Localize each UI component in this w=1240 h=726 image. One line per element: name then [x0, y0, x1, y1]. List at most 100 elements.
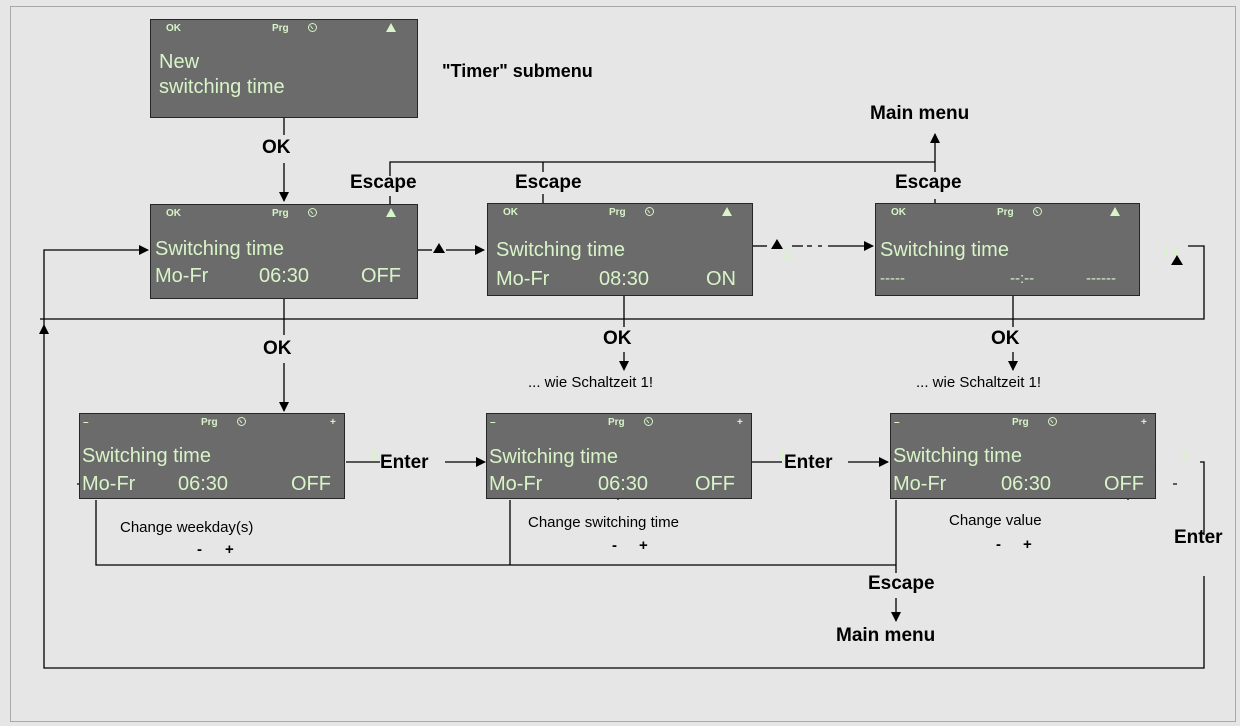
enter-label: Enter: [380, 452, 429, 473]
clock-icon: [1048, 417, 1057, 426]
lcd-switching-time-2[interactable]: OK Prg Switching time Mo-Fr 08:30 ON: [487, 203, 753, 296]
lcd-value: OFF: [695, 473, 735, 495]
switching-time-number: 2: [783, 246, 792, 263]
ok-icon: OK: [166, 23, 181, 34]
up-triangle-icon: [433, 243, 445, 253]
main-menu-label: Main menu: [836, 625, 936, 646]
switching-time-number: 1: [370, 446, 379, 463]
change-switching-time-caption: Change switching time: [528, 514, 679, 531]
minus-icon: –: [894, 417, 900, 428]
minus-icon: –: [490, 417, 496, 428]
ok-label: OK: [603, 328, 632, 349]
escape-label: Escape: [868, 573, 935, 594]
clock-icon: [1033, 207, 1042, 216]
up-triangle-icon: [1171, 255, 1183, 265]
prg-icon: Prg: [272, 23, 289, 34]
ok-label: OK: [262, 137, 291, 158]
plus-icon: +: [1141, 417, 1147, 428]
ok-icon: OK: [503, 207, 518, 218]
up-triangle-icon: [722, 207, 732, 216]
lcd-time: --:--: [1010, 270, 1035, 287]
enter-label: Enter: [1174, 527, 1223, 548]
connector-line: [1200, 461, 1205, 535]
lcd-value: OFF: [361, 265, 401, 287]
escape-label: Escape: [895, 172, 962, 193]
switching-time-number: 1: [1181, 446, 1190, 463]
lcd-day: Mo-Fr: [893, 473, 947, 495]
lcd-day: Mo-Fr: [155, 265, 209, 287]
lcd-title: Switching time: [155, 238, 284, 260]
ok-label: OK: [991, 328, 1020, 349]
lcd-title: Switching time: [880, 239, 1009, 261]
same-as-switching-time-1-note: ... wie Schaltzeit 1!: [916, 374, 1042, 391]
diagram-title: "Timer" submenu: [442, 61, 593, 81]
lcd-edit-value[interactable]: – Prg + Switching time Mo-Fr 06:30 OFF: [890, 413, 1156, 499]
lcd-edit-weekday[interactable]: – Prg + Switching time Mo-Fr 06:30 OFF: [79, 413, 345, 499]
connector-line: [40, 245, 1205, 320]
change-value-caption: Change value: [949, 512, 1042, 529]
connector-line: [43, 245, 149, 325]
minus-key: -: [996, 536, 1001, 553]
prg-icon: Prg: [1012, 417, 1029, 428]
escape-label: Escape: [515, 172, 582, 193]
plus-key: +: [1023, 536, 1032, 553]
lcd-value: ON: [706, 268, 736, 290]
clock-icon: [237, 417, 246, 426]
connector-line: [389, 161, 935, 176]
clock-icon: [308, 23, 317, 32]
lcd-day: Mo-Fr: [489, 473, 543, 495]
clock-icon: [308, 208, 317, 217]
switching-time-number: 1: [778, 446, 787, 463]
up-triangle-icon: [771, 239, 783, 249]
plus-key: +: [639, 537, 648, 554]
plus-key: +: [225, 541, 234, 558]
diagram-frame: [10, 6, 1236, 722]
same-as-switching-time-1-note: ... wie Schaltzeit 1!: [528, 374, 654, 391]
minus-key: -: [197, 541, 202, 558]
prg-icon: Prg: [997, 207, 1014, 218]
lcd-time: 08:30: [599, 268, 650, 290]
clock-icon: [644, 417, 653, 426]
lcd-day: Mo-Fr: [82, 473, 136, 495]
lcd-switching-time-1[interactable]: OK Prg Switching time Mo-Fr 06:30 OFF: [150, 204, 418, 299]
lcd-value: ------: [1086, 270, 1116, 287]
lcd-title: Switching time: [489, 446, 618, 468]
lcd-day: -----: [880, 270, 905, 287]
up-triangle-icon: [386, 208, 396, 217]
prg-icon: Prg: [609, 207, 626, 218]
lcd-value: OFF: [291, 473, 331, 495]
lcd-time: 06:30: [1001, 473, 1052, 495]
lcd-switching-time-14[interactable]: OK Prg Switching time ----- --:-- ------: [875, 203, 1140, 296]
minus-icon: –: [83, 417, 89, 428]
lcd-title: Switching time: [893, 445, 1022, 467]
prg-icon: Prg: [272, 208, 289, 219]
change-weekday-caption: Change weekday(s): [120, 519, 254, 536]
lcd-line-1: New: [159, 51, 200, 73]
enter-label: Enter: [784, 452, 833, 473]
connector-line: [95, 500, 896, 566]
up-triangle-icon: [1110, 207, 1120, 216]
main-menu-label: Main menu: [870, 103, 970, 124]
minus-key: -: [612, 537, 617, 554]
lcd-time: 06:30: [259, 265, 310, 287]
lcd-title: Switching time: [82, 445, 211, 467]
lcd-edit-switching-time[interactable]: – Prg + Switching time Mo-Fr 06:30 OFF: [486, 413, 752, 499]
plus-icon: +: [330, 417, 336, 428]
plus-icon: +: [737, 417, 743, 428]
ok-icon: OK: [166, 208, 181, 219]
escape-label: Escape: [350, 172, 417, 193]
lcd-time: 06:30: [178, 473, 229, 495]
ok-label: OK: [263, 338, 292, 359]
lcd-line-2: switching time: [159, 76, 285, 98]
lcd-day: Mo-Fr: [496, 268, 550, 290]
lcd-time: 06:30: [598, 473, 649, 495]
clock-icon: [645, 207, 654, 216]
lcd-value: OFF: [1104, 473, 1144, 495]
lcd-new-switching-time[interactable]: OK Prg New switching time: [150, 19, 418, 118]
connector-line: [39, 324, 1205, 669]
lcd-title: Switching time: [496, 239, 625, 261]
up-triangle-icon: [386, 23, 396, 32]
prg-icon: Prg: [608, 417, 625, 428]
ok-icon: OK: [891, 207, 906, 218]
